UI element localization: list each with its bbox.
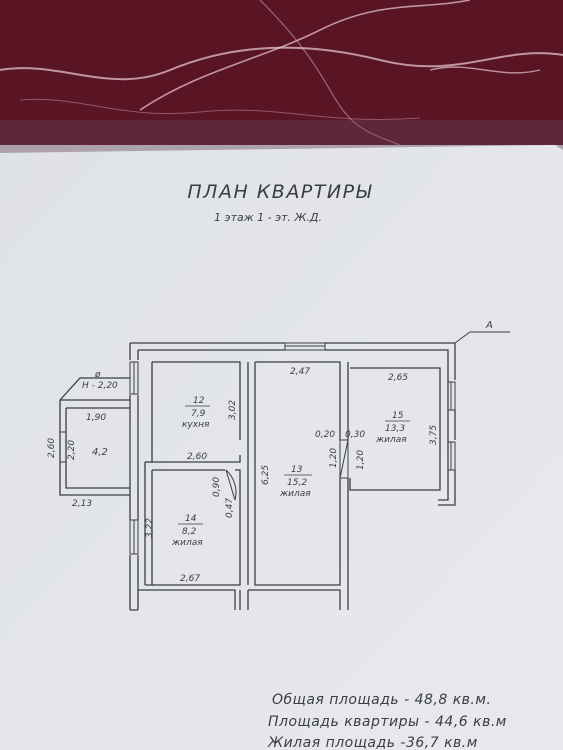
room15-number: 15 xyxy=(392,411,404,421)
room14-dim-door1: 0,90 xyxy=(212,477,222,497)
hall-dim-width: 1,90 xyxy=(86,413,106,423)
hall-area: 4,2 xyxy=(92,447,108,458)
hall-dim-height-inner: 2,20 xyxy=(67,440,77,460)
kitchen-number: 12 xyxy=(193,396,205,406)
room13-name: жилая xyxy=(279,489,311,499)
kitchen-name: кухня xyxy=(182,420,210,430)
room14-dim-side: 3,22 xyxy=(145,518,155,538)
room14-dim-bottom: 2,67 xyxy=(180,574,200,584)
plan-title: ПЛАН КВАРТИРЫ xyxy=(187,181,372,203)
room13-dim-top: 2,47 xyxy=(290,367,310,377)
living-area: Жилая площадь -36,7 кв.м xyxy=(267,735,478,750)
room15-dim-top: 2,65 xyxy=(388,373,408,383)
kitchen-dim-side: 3,02 xyxy=(228,400,238,420)
room13-dim-side: 6,25 xyxy=(261,465,271,485)
room14-name: жилая xyxy=(171,538,203,548)
kitchen-dim-bottom: 2,60 xyxy=(187,452,207,462)
paper-sheet xyxy=(0,145,563,750)
hall-level: ø xyxy=(94,370,101,380)
room15-dim-wall2: 0,30 xyxy=(345,430,365,440)
hall-dim-height: 2,60 xyxy=(47,438,57,458)
kitchen-area: 7,9 xyxy=(191,409,206,419)
room15-name: жилая xyxy=(375,435,407,445)
room14-dim-door2: 0,47 xyxy=(225,498,235,518)
room13-area: 15,2 xyxy=(287,478,307,488)
room13-number: 13 xyxy=(291,465,303,475)
room15-dim-side: 3,75 xyxy=(429,425,439,445)
room14-area: 8,2 xyxy=(182,527,197,537)
room14-number: 14 xyxy=(185,514,197,524)
room15-dim-door: 1,20 xyxy=(356,450,366,470)
hall-number: Н - 2,20 xyxy=(82,381,118,391)
windows xyxy=(59,342,456,555)
room13-dim-door: 1,20 xyxy=(329,448,339,468)
room15-dim-wall1: 0,20 xyxy=(315,430,335,440)
axis-label: А xyxy=(485,320,493,331)
marble-surface xyxy=(0,0,563,155)
walls xyxy=(59,342,456,611)
axis-marker xyxy=(454,331,510,344)
plan-subtitle: 1 этаж 1 - эт. Ж.Д. xyxy=(214,211,322,224)
hall-dim-bottom: 2,13 xyxy=(72,499,92,509)
apartment-area: Площадь квартиры - 44,6 кв.м xyxy=(268,714,507,730)
total-area: Общая площадь - 48,8 кв.м. xyxy=(272,692,491,708)
door-swings xyxy=(225,439,349,501)
room15-area: 13,3 xyxy=(385,424,405,434)
